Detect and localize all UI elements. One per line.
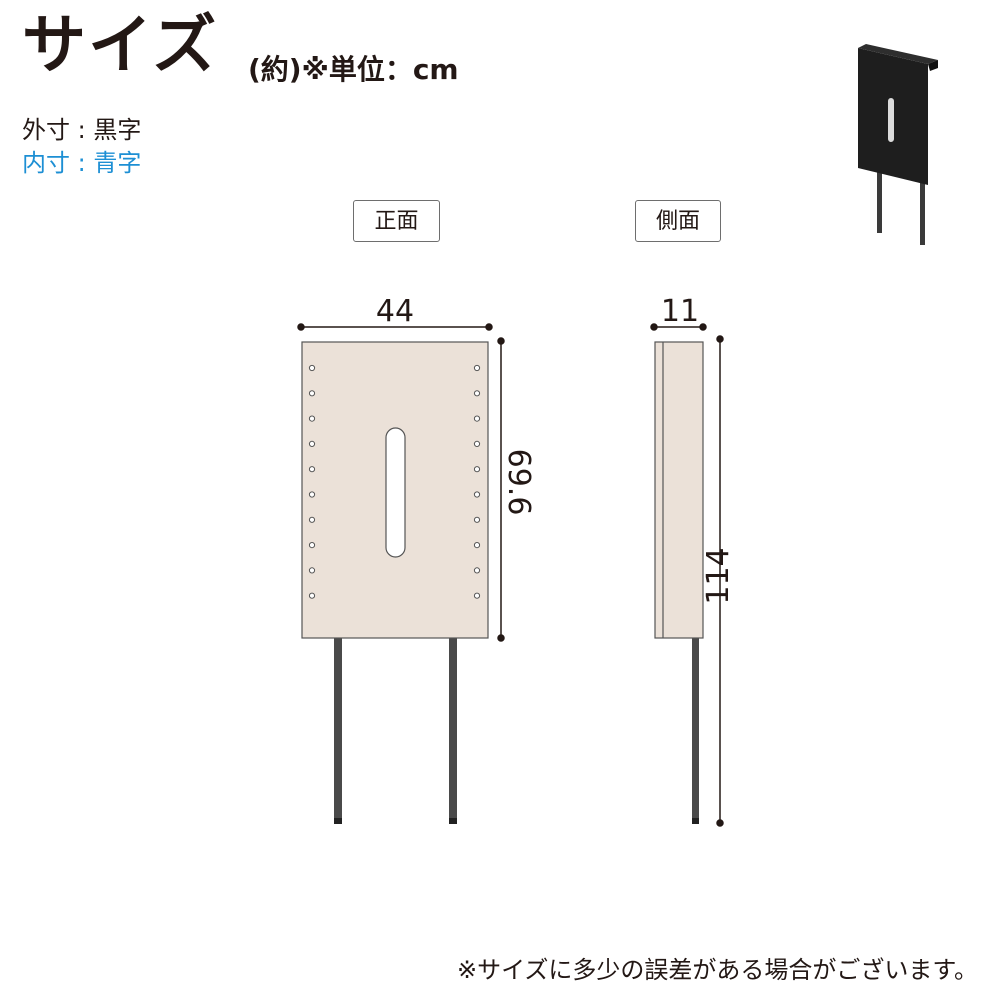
adjustment-hole: [473, 390, 481, 397]
inner-dimension-legend: 内寸 : 青字: [22, 149, 142, 177]
side-view: [654, 341, 704, 824]
front-panel-height-label: 69.6: [501, 449, 536, 516]
front-view-label: 正面: [353, 200, 440, 242]
adjustment-hole: [308, 567, 316, 574]
total-height-label: 114: [701, 547, 736, 604]
front-right-leg: [449, 638, 457, 821]
side-view-label: 側面: [635, 200, 721, 242]
adjustment-hole: [308, 542, 316, 549]
page-title: サイズ: [22, 9, 219, 83]
side-depth-label: 11: [661, 294, 699, 329]
adjustment-hole: [308, 491, 316, 498]
adjustment-hole: [308, 466, 316, 473]
product-thumbnail: [858, 44, 938, 245]
adjustment-holes: [308, 364, 481, 599]
front-height-dimension-line: [497, 337, 505, 642]
adjustment-hole: [473, 516, 481, 523]
outer-dimension-legend: 外寸 : 黒字: [22, 116, 142, 144]
adjustment-hole: [308, 440, 316, 447]
front-width-label: 44: [376, 294, 414, 329]
adjustment-hole: [308, 415, 316, 422]
side-depth-dimension-line: [650, 323, 707, 331]
adjustment-hole: [473, 466, 481, 473]
adjustment-hole: [473, 440, 481, 447]
thumbnail-panel-top: [858, 44, 938, 64]
front-view: [301, 341, 489, 824]
side-panel: [654, 341, 704, 639]
adjustment-hole: [473, 592, 481, 599]
front-width-dimension-line: [297, 323, 493, 331]
thumbnail-legs: [877, 168, 925, 245]
adjustment-hole: [473, 415, 481, 422]
adjustment-hole: [473, 364, 481, 372]
adjustment-hole: [308, 516, 316, 523]
cable-slot: [385, 427, 406, 558]
adjustment-hole: [473, 542, 481, 549]
side-leg: [692, 638, 699, 821]
thumbnail-panel-side: [928, 60, 938, 71]
adjustment-hole: [473, 491, 481, 498]
adjustment-hole: [308, 364, 316, 372]
thumbnail-cable-slot: [888, 98, 894, 142]
front-left-leg: [334, 638, 342, 821]
adjustment-hole: [308, 592, 316, 599]
total-height-dimension-line: [716, 335, 724, 827]
adjustment-hole: [473, 567, 481, 574]
unit-note: (約)※単位：cm: [248, 53, 459, 86]
adjustment-hole: [308, 390, 316, 397]
size-disclaimer: ※サイズに多少の誤差がある場合がございます。: [457, 956, 978, 984]
